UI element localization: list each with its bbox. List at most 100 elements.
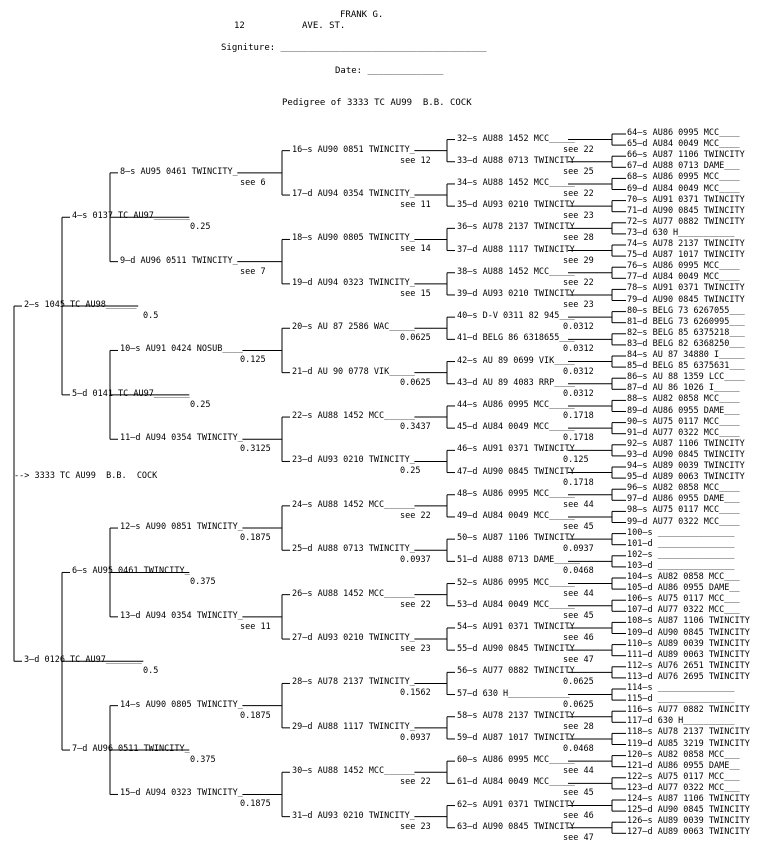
pedigree-node-50: 50—s AU87 1106 TWINCITY: [457, 533, 575, 544]
pedigree-node-62: 62—s AU91 0371 TWINCITY: [457, 799, 575, 810]
pedigree-coefficient-17: see 11: [400, 200, 431, 211]
pedigree-node-108: 108—s AU87 1106 TWINCITY: [627, 616, 750, 627]
pedigree-node-18: 18—s AU90 0805 TWINCITY_: [292, 233, 415, 244]
pedigree-node-65: 65—d AU84 0049 MCC____: [627, 139, 740, 150]
pedigree-node-3: 3—d 0126 TC AU97_______: [24, 655, 142, 666]
pedigree-coefficient-43: 0.0312: [563, 388, 594, 399]
pedigree-node-112: 112—s AU76 2651 TWINCITY: [627, 660, 750, 671]
pedigree-coefficient-27: see 23: [400, 644, 431, 655]
pedigree-coefficient-59: 0.0468: [563, 743, 594, 754]
pedigree-node-38: 38—s AU88 1452 MCC_____: [457, 266, 575, 277]
pedigree-coefficient-45: 0.1718: [563, 433, 594, 444]
pedigree-coefficient-60: see 44: [563, 766, 594, 777]
pedigree-coefficient-42: 0.0312: [563, 366, 594, 377]
pedigree-node-126: 126—s AU89 0039 TWINCITY: [627, 816, 750, 827]
pedigree-node-12: 12—s AU90 0851 TWINCITY_: [120, 522, 243, 533]
date-line: Date: ______________: [335, 66, 444, 76]
pedigree-node-64: 64—s AU86 0995 MCC____: [627, 128, 740, 138]
pedigree-coefficient-13: see 11: [240, 621, 271, 632]
pedigree-node-2: 2—s 1045 TC AU98______: [24, 300, 137, 311]
pedigree-node-44: 44—s AU86 0995 MCC_____: [457, 399, 575, 410]
pedigree-node-116: 116—s AU77 0882 TWINCITY: [627, 705, 750, 716]
pedigree-title: Pedigree of 3333 TC AU99 B.B. COCK: [282, 98, 472, 108]
pedigree-node-104: 104—s AU82 0858 MCC___: [627, 572, 740, 582]
pedigree-node-56: 56—s AU77 0882 TWINCITY: [457, 666, 575, 677]
pedigree-node-21: 21—d AU 90 0778 VIK_____: [292, 366, 415, 377]
pedigree-coefficient-2: 0.5: [143, 311, 159, 322]
pedigree-node-10: 10—s AU91 0424 NOSUB____: [120, 344, 243, 355]
address-street: AVE. ST.: [302, 21, 346, 31]
pedigree-node-34: 34—s AU88 1452 MCC_____: [457, 177, 575, 188]
pedigree-coefficient-48: see 44: [563, 499, 594, 510]
pedigree-node-31: 31—d AU93 0210 TWINCITY_: [292, 810, 415, 821]
pedigree-node-9: 9—d AU96 0511 TWINCITY_: [120, 255, 238, 266]
pedigree-node-47: 47—d AU90 0845 TWINCITY: [457, 466, 575, 477]
pedigree-node-94: 94—s AU89 0039 TWINCITY: [627, 461, 745, 471]
pedigree-node-76: 76—s AU86 0995 MCC____: [627, 261, 740, 272]
pedigree-node-14: 14—s AU90 0805 TWINCITY_: [120, 699, 243, 710]
pedigree-node-35: 35—d AU93 0210 TWINCITY: [457, 200, 575, 211]
pedigree-node-90: 90—s AU75 0117 MCC____: [627, 416, 740, 427]
pedigree-node-113: 113—d AU76 2695 TWINCITY: [627, 671, 750, 682]
address-number: 12: [234, 21, 245, 31]
pedigree-coefficient-54: see 46: [563, 632, 594, 643]
pedigree-node-78: 78—s AU91 0371 TWINCITY: [627, 283, 745, 294]
pedigree-node-24: 24—s AU88 1452 MCC______: [292, 499, 415, 510]
pedigree-coefficient-31: see 23: [400, 821, 431, 832]
pedigree-node-77: 77—d AU84 0049 MCC____: [627, 272, 740, 283]
pedigree-coefficient-41: 0.0312: [563, 344, 594, 355]
pedigree-node-37: 37—d AU88 1117 TWINCITY: [457, 244, 575, 255]
pedigree-coefficient-23: 0.25: [400, 466, 421, 477]
pedigree-node-115: 115—d _______________: [627, 694, 735, 705]
pedigree-coefficient-58: see 28: [563, 721, 594, 732]
pedigree-coefficient-18: see 14: [400, 244, 431, 255]
pedigree-node-11: 11—d AU94 0354 TWINCITY_: [120, 433, 243, 444]
pedigree-node-58: 58—s AU78 2137 TWINCITY: [457, 710, 575, 721]
pedigree-node-40: 40—s D-V 0311 82 945___: [457, 311, 575, 322]
pedigree-node-102: 102—s _______________: [627, 549, 735, 560]
pedigree-node-19: 19—d AU94 0323 TWINCITY_: [292, 277, 415, 288]
pedigree-node-6: 6—s AU95 0461 TWINCITY_: [72, 566, 190, 577]
pedigree-node-110: 110—s AU89 0039 TWINCITY: [627, 638, 750, 649]
pedigree-node-72: 72—s AU77 0882 TWINCITY: [627, 216, 745, 227]
pedigree-coefficient-37: see 29: [563, 255, 594, 266]
pedigree-node-20: 20—s AU 87 2586 WAC_____: [292, 322, 415, 333]
pedigree-coefficient-5: 0.25: [190, 399, 211, 410]
pedigree-node-48: 48—s AU86 0995 MCC_____: [457, 488, 575, 499]
pedigree-node-125: 125—d AU90 0845 TWINCITY: [627, 805, 750, 816]
pedigree-node-22: 22—s AU88 1452 MCC______: [292, 411, 415, 422]
pedigree-node-92: 92—s AU87 1106 TWINCITY: [627, 438, 745, 449]
pedigree-node-122: 122—s AU75 0117 MCC___: [627, 771, 740, 782]
pedigree-node-5: 5—d 0141 TC AU97_______: [72, 388, 190, 399]
pedigree-coefficient-22: 0.3437: [400, 422, 431, 433]
pedigree-node-95: 95—d AU89 0063 TWINCITY: [627, 472, 745, 483]
owner-name: FRANK G.: [340, 10, 384, 20]
pedigree-node-29: 29—d AU88 1117 TWINCITY_: [292, 721, 415, 732]
pedigree-node-68: 68—s AU86 0995 MCC____: [627, 172, 740, 183]
pedigree-node-84: 84—s AU 87 34880 I_____: [627, 350, 745, 360]
pedigree-node-79: 79—d AU90 0845 TWINCITY: [627, 294, 745, 305]
pedigree-node-121: 121—d AU86 0955 DAME__: [627, 760, 740, 771]
signature-line: Signiture: _____________________________…: [221, 43, 487, 53]
pedigree-coefficient-63: see 47: [563, 832, 594, 843]
pedigree-coefficient-8: see 6: [240, 177, 266, 188]
pedigree-coefficient-44: 0.1718: [563, 410, 594, 421]
pedigree-node-43: 43—d AU 89 4083 RRP____: [457, 377, 575, 388]
pedigree-node-67: 67—d AU88 0713 DAME___: [627, 161, 740, 172]
pedigree-node-15: 15—d AU94 0323 TWINCITY_: [120, 788, 243, 799]
pedigree-node-88: 88—s AU82 0858 MCC____: [627, 394, 740, 405]
pedigree-node-85: 85—d BELG 85 6375631___: [627, 361, 745, 372]
pedigree-node-123: 123—d AU77 0322 MCC___: [627, 782, 740, 793]
pedigree-node-63: 63—d AU90 0845 TWINCITY: [457, 821, 575, 832]
pedigree-node-87: 87—d AU 86 1026 I_____: [627, 383, 740, 394]
pedigree-coefficient-11: 0.3125: [240, 444, 271, 455]
pedigree-coefficient-49: see 45: [563, 521, 594, 532]
pedigree-node-41: 41—d BELG 86 6318655___: [457, 333, 575, 344]
pedigree-coefficient-34: see 22: [563, 188, 594, 199]
pedigree-coefficient-21: 0.0625: [400, 377, 431, 388]
pedigree-node-8: 8—s AU95 0461 TWINCITY_: [120, 166, 238, 177]
pedigree-node-53: 53—d AU84 0049 MCC_____: [457, 599, 575, 610]
pedigree-node-75: 75—d AU87 1017 TWINCITY: [627, 250, 745, 261]
pedigree-coefficient-30: see 22: [400, 777, 431, 788]
pedigree-node-127: 127—d AU89 0063 TWINCITY: [627, 827, 750, 838]
